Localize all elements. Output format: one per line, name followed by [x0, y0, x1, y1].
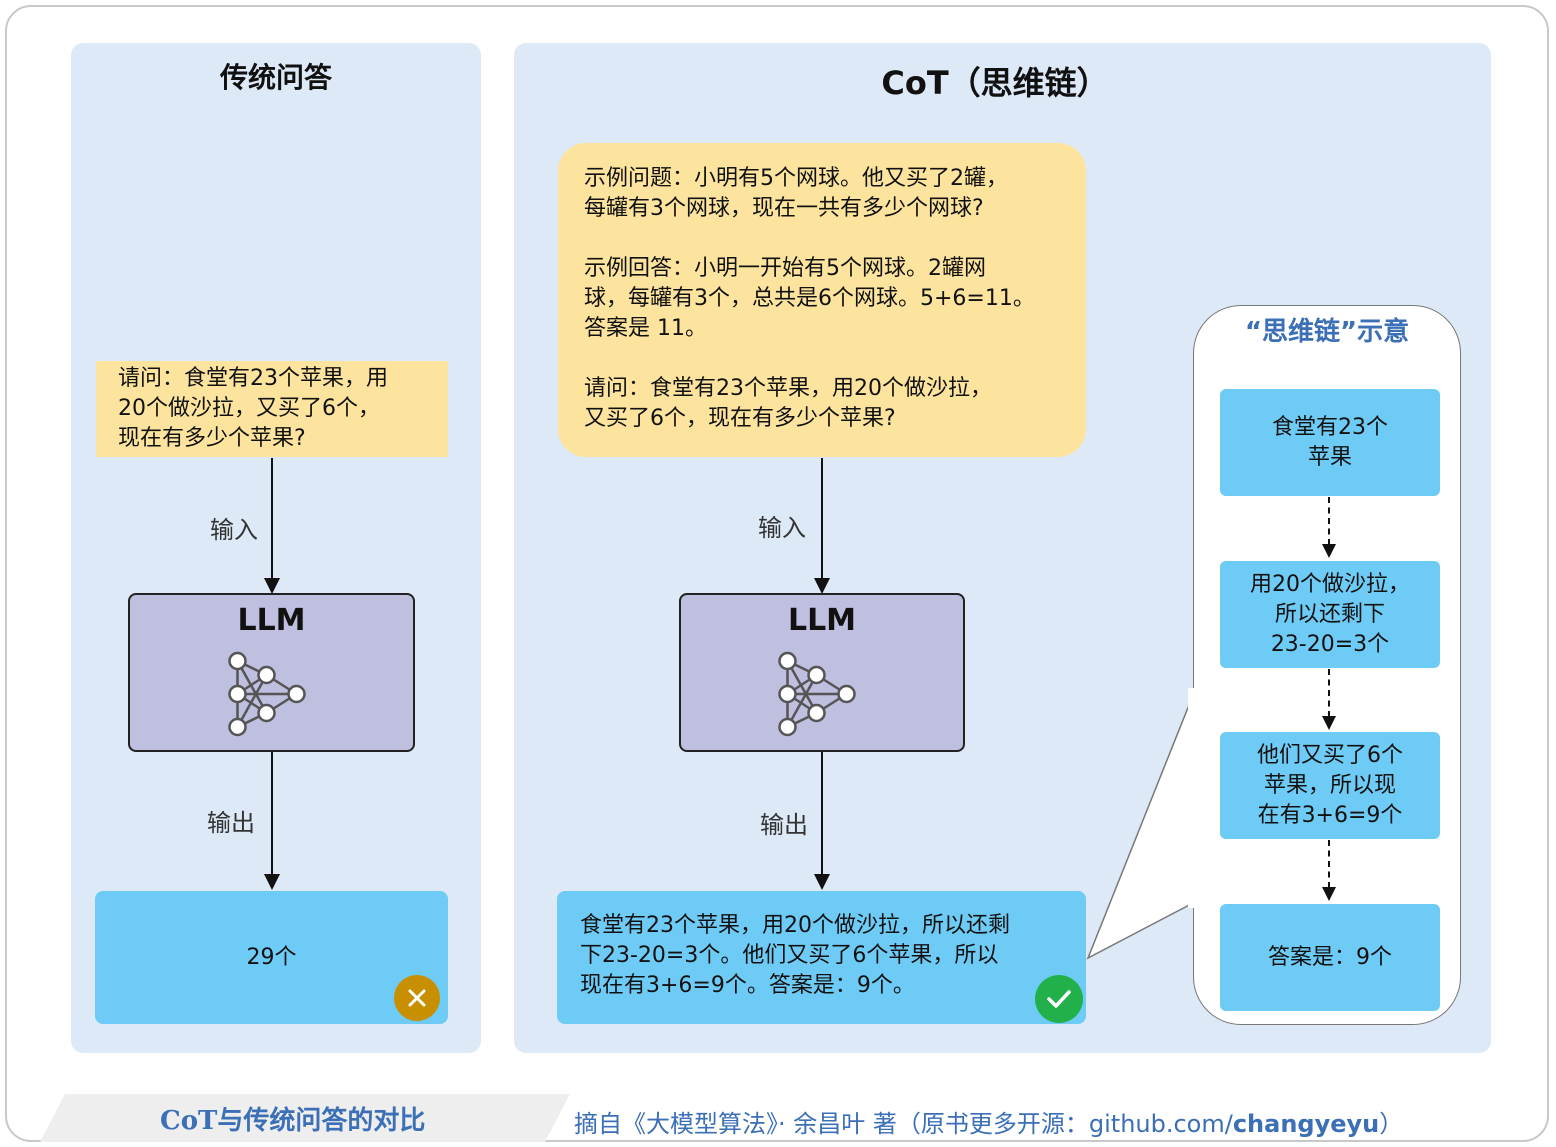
prompt-line: 示例回答：小明一开始有5个网球。2罐网 [584, 256, 986, 281]
step-line: 答案是：9个 [1268, 944, 1392, 970]
callout-connector [1086, 690, 1196, 960]
check-icon [1035, 975, 1083, 1023]
arrowhead [814, 578, 830, 594]
arrowhead [1322, 716, 1336, 730]
chain-step-4: 答案是：9个 [1220, 904, 1440, 1011]
cot-input-arrow [821, 458, 823, 580]
answer-line: 现在有3+6=9个。答案是：9个。 [580, 973, 915, 998]
arrowhead [1322, 544, 1336, 558]
step-line: 他们又买了6个 [1257, 742, 1403, 768]
prompt-line: 球，每罐有3个，总共是6个网球。5+6=11。 [584, 286, 1035, 311]
dashed-arrow [1328, 840, 1330, 888]
source-credit: 摘自《大模型算法》· 余昌叶 著（原书更多开源：github.com/chang… [574, 1104, 1403, 1139]
traditional-answer-box: 29个 [95, 891, 448, 1024]
traditional-answer: 29个 [246, 944, 297, 970]
chain-step-1: 食堂有23个 苹果 [1220, 389, 1440, 496]
traditional-input-label: 输入 [210, 516, 258, 544]
figure-caption: CoT与传统问答的对比 [160, 1106, 426, 1136]
step-line: 23-20=3个 [1270, 631, 1390, 657]
traditional-input-arrow [271, 458, 273, 580]
footer-ribbon [40, 1094, 570, 1142]
step-line: 食堂有23个 [1272, 414, 1388, 440]
prompt-line: 又买了6个，现在有多少个苹果? [584, 406, 896, 431]
chain-step-3: 他们又买了6个 苹果，所以现 在有3+6=9个 [1220, 732, 1440, 839]
step-line: 所以还剩下 [1274, 601, 1385, 627]
callout-connector-cover [1188, 688, 1200, 908]
question-line: 现在有多少个苹果? [118, 426, 306, 451]
traditional-output-label: 输出 [207, 809, 255, 837]
cot-llm-box: LLM [679, 593, 965, 752]
llm-label: LLM [787, 603, 857, 638]
chain-step-2: 用20个做沙拉， 所以还剩下 23-20=3个 [1220, 561, 1440, 668]
question-line: 20个做沙拉，又买了6个， [118, 396, 380, 421]
prompt-line: 答案是 11。 [584, 316, 707, 341]
cot-prompt-box: 示例问题：小明有5个网球。他又买了2罐， 每罐有3个网球，现在一共有多少个网球?… [558, 143, 1086, 457]
prompt-line [584, 344, 1086, 374]
neural-network-icon [227, 651, 306, 737]
prompt-line: 请问：食堂有23个苹果，用20个做沙拉， [584, 376, 992, 401]
prompt-line: 示例问题：小明有5个网球。他又买了2罐， [584, 166, 1008, 191]
prompt-line: 每罐有3个网球，现在一共有多少个网球? [584, 196, 984, 221]
llm-label: LLM [237, 603, 306, 638]
dashed-arrow [1328, 497, 1330, 545]
step-line: 苹果 [1307, 444, 1352, 470]
step-line: 苹果，所以现 [1263, 772, 1396, 798]
cot-output-label: 输出 [760, 811, 808, 839]
cot-output-arrow [821, 752, 823, 876]
cot-title: CoT（思维链） [881, 64, 1109, 102]
arrowhead [814, 874, 830, 890]
prompt-line [584, 224, 1086, 254]
cot-answer-box: 食堂有23个苹果，用20个做沙拉，所以还剩 下23-20=3个。他们又买了6个苹… [557, 891, 1086, 1024]
source-prefix: 摘自《大模型算法》· 余昌叶 著（原书更多开源：github.com/ [574, 1110, 1233, 1138]
chain-title: “思维链”示意 [1244, 317, 1410, 347]
answer-line: 食堂有23个苹果，用20个做沙拉，所以还剩 [580, 913, 1010, 938]
question-line: 请问：食堂有23个苹果，用 [118, 366, 388, 391]
arrowhead [264, 578, 280, 594]
neural-network-icon [778, 651, 856, 737]
answer-line: 下23-20=3个。他们又买了6个苹果，所以 [580, 943, 999, 968]
step-line: 用20个做沙拉， [1250, 571, 1410, 597]
arrowhead [1322, 887, 1336, 901]
cot-input-label: 输入 [758, 514, 806, 542]
source-handle: changyeyu [1232, 1110, 1380, 1138]
traditional-output-arrow [271, 752, 273, 876]
arrowhead [264, 874, 280, 890]
traditional-llm-box: LLM [128, 593, 415, 752]
source-suffix: ） [1379, 1110, 1404, 1138]
traditional-question-box: 请问：食堂有23个苹果，用 20个做沙拉，又买了6个， 现在有多少个苹果? [96, 361, 448, 457]
traditional-title: 传统问答 [219, 61, 332, 94]
step-line: 在有3+6=9个 [1257, 802, 1403, 828]
dashed-arrow [1328, 669, 1330, 717]
cross-icon [394, 975, 440, 1021]
